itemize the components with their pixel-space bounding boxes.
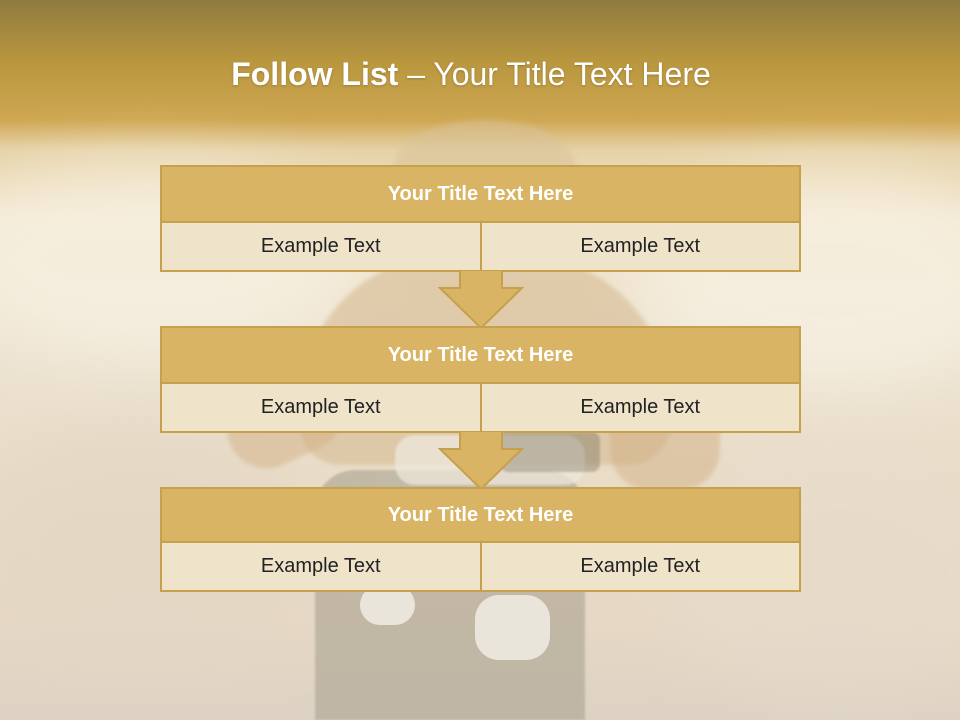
background-figure-hand [475, 595, 550, 660]
down-arrow-icon [438, 431, 524, 491]
step-row: Example Text Example Text [160, 384, 801, 433]
follow-list-step: Your Title Text Here Example Text Exampl… [160, 165, 801, 272]
slide-title: Follow List – Your Title Text Here [0, 56, 942, 93]
step-cell-right: Example Text [479, 384, 801, 433]
step-cell-left: Example Text [160, 384, 480, 433]
step-cell-left: Example Text [160, 223, 480, 272]
step-title: Your Title Text Here [160, 165, 801, 223]
step-cell-left: Example Text [160, 543, 480, 592]
slide-title-rest: – Your Title Text Here [398, 56, 711, 92]
step-row: Example Text Example Text [160, 223, 801, 272]
follow-list-step: Your Title Text Here Example Text Exampl… [160, 326, 801, 433]
slide-title-bold: Follow List [231, 56, 399, 92]
step-row: Example Text Example Text [160, 543, 801, 592]
step-title: Your Title Text Here [160, 487, 801, 543]
down-arrow-icon [438, 270, 524, 330]
step-cell-right: Example Text [479, 543, 801, 592]
follow-list-step: Your Title Text Here Example Text Exampl… [160, 487, 801, 592]
step-title: Your Title Text Here [160, 326, 801, 384]
step-cell-right: Example Text [479, 223, 801, 272]
